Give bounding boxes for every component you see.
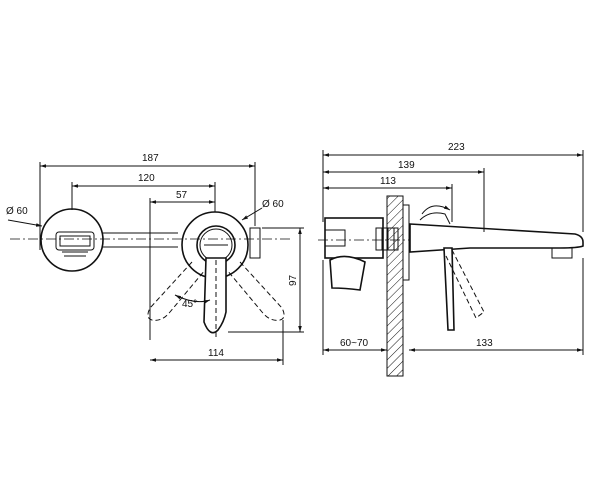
dim-60-70: 60~70 xyxy=(340,338,369,349)
side-view: 223 139 113 60~70 133 xyxy=(318,142,584,377)
dim-187: 187 xyxy=(142,153,159,164)
valve-body xyxy=(324,217,399,291)
dimension-133: 133 xyxy=(409,258,584,355)
dim-223: 223 xyxy=(448,142,465,153)
dim-133: 133 xyxy=(476,338,493,349)
connecting-pipe xyxy=(103,232,178,248)
angle-label: 45° xyxy=(182,299,197,310)
side-handle xyxy=(421,205,485,331)
dimension-187: 187 xyxy=(39,153,256,250)
dimension-139: 139 xyxy=(323,160,485,232)
dim-dia-left: Ø 60 xyxy=(6,206,28,217)
dimension-223: 223 xyxy=(322,142,584,232)
angle-arc xyxy=(174,294,211,304)
dimension-dia-left: Ø 60 xyxy=(6,206,43,227)
dim-57: 57 xyxy=(176,190,188,201)
dimension-114: 114 xyxy=(150,320,284,365)
dimension-dia-right: Ø 60 xyxy=(241,199,284,221)
mixer-handle xyxy=(203,257,227,334)
dimension-57: 57 xyxy=(149,190,215,340)
dim-dia-right: Ø 60 xyxy=(262,199,284,210)
dimension-120: 120 xyxy=(71,173,216,212)
dim-120: 120 xyxy=(138,173,155,184)
dimension-113: 113 xyxy=(323,176,453,222)
dimension-97: 97 xyxy=(228,227,304,333)
wall xyxy=(386,195,410,377)
front-view: 45° 187 120 57 Ø 60 xyxy=(6,153,304,365)
spout xyxy=(409,212,584,259)
dim-113: 113 xyxy=(380,176,396,187)
dim-114: 114 xyxy=(208,348,224,359)
dim-97: 97 xyxy=(288,274,299,286)
dimension-wall-depth: 60~70 xyxy=(322,260,387,355)
handle-rotation-ghosts: 45° xyxy=(147,260,285,340)
dim-139: 139 xyxy=(398,160,415,171)
left-escutcheon xyxy=(40,208,104,272)
